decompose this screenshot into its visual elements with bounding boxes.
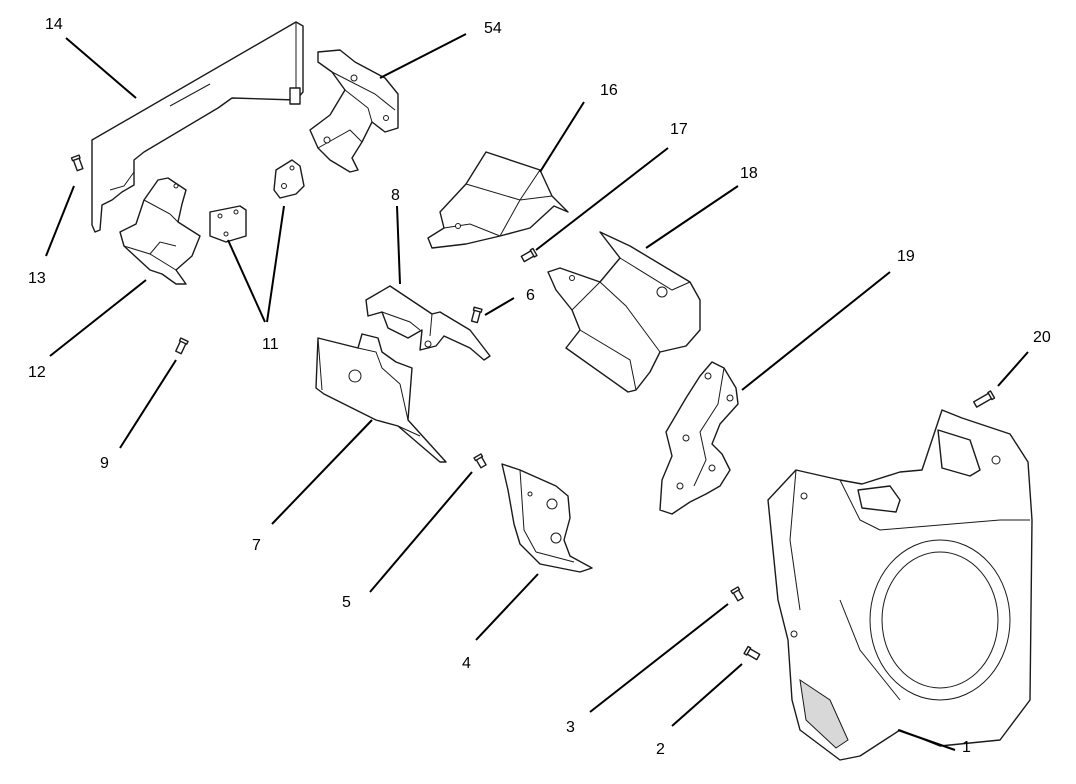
callout-2: 2 xyxy=(656,741,665,758)
leader-3 xyxy=(589,603,729,713)
leader-7 xyxy=(271,419,373,525)
part-4-lower-bracket xyxy=(501,463,593,573)
part-14-top-bracket xyxy=(91,21,304,233)
leader-lines xyxy=(45,33,1029,751)
screw-20 xyxy=(973,390,996,408)
screw-5 xyxy=(473,453,487,469)
screw-6 xyxy=(470,306,483,324)
part-16-shroud xyxy=(427,151,569,249)
leader-13 xyxy=(45,185,75,257)
callout-18: 18 xyxy=(740,165,758,182)
screw-17 xyxy=(520,247,538,263)
part-11-plates xyxy=(209,159,305,243)
callout-9: 9 xyxy=(100,455,109,472)
callout-14: 14 xyxy=(45,16,63,33)
leader-18 xyxy=(645,185,739,249)
callout-13: 13 xyxy=(28,270,46,287)
part-8-center-bracket xyxy=(365,285,491,361)
leader-5 xyxy=(369,471,473,593)
leader-20 xyxy=(997,351,1029,387)
callout-5: 5 xyxy=(342,594,351,611)
part-12-left-bracket xyxy=(119,177,201,285)
part-54-upper-bracket xyxy=(309,49,399,173)
part-18-blower-shroud xyxy=(547,231,701,393)
callout-labels: 1 2 3 4 5 6 7 8 9 11 12 13 14 16 17 18 1… xyxy=(28,16,1051,758)
leader-4 xyxy=(475,573,539,641)
leader-2 xyxy=(671,663,743,727)
callout-8: 8 xyxy=(391,187,400,204)
callout-20: 20 xyxy=(1033,329,1051,346)
leader-6 xyxy=(484,297,515,316)
callout-11: 11 xyxy=(262,336,279,353)
screw-3 xyxy=(730,586,744,602)
part-1-blower-housing xyxy=(767,409,1033,761)
screw-2 xyxy=(743,645,761,661)
callout-1: 1 xyxy=(962,739,971,756)
leader-14 xyxy=(65,37,137,99)
callout-7: 7 xyxy=(252,537,261,554)
leader-11b xyxy=(266,205,285,323)
leader-54 xyxy=(379,33,467,79)
leader-9 xyxy=(119,359,177,449)
leader-19 xyxy=(741,271,891,391)
screws xyxy=(70,154,996,661)
leader-11a xyxy=(227,239,266,323)
leader-1 xyxy=(897,729,956,751)
leader-17 xyxy=(535,147,669,251)
callout-6: 6 xyxy=(526,287,535,304)
screw-13 xyxy=(70,154,84,172)
leader-12 xyxy=(49,279,147,357)
callout-17: 17 xyxy=(670,121,688,138)
callout-4: 4 xyxy=(462,655,471,672)
leader-8 xyxy=(396,205,401,285)
callout-12: 12 xyxy=(28,364,46,381)
callout-54: 54 xyxy=(484,20,502,37)
callout-3: 3 xyxy=(566,719,575,736)
callout-19: 19 xyxy=(897,248,915,265)
leader-16 xyxy=(539,101,585,173)
part-7-lower-bracket xyxy=(315,333,447,463)
callout-16: 16 xyxy=(600,82,618,99)
screw-9 xyxy=(175,337,189,355)
part-19-side-plate xyxy=(659,361,739,515)
